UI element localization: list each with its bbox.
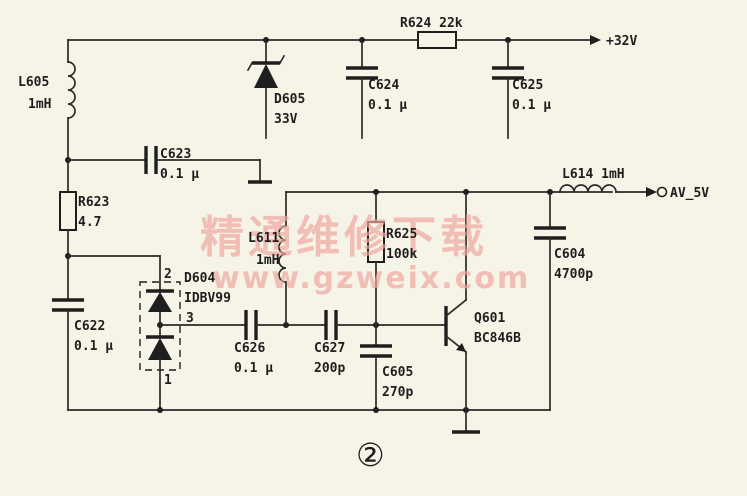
transistor-q601 [444,191,468,411]
label-d604: D604 [184,271,215,286]
label-pin1: 1 [164,373,172,388]
label-c623: C623 [160,147,191,162]
label-c622: C622 [74,319,105,334]
resistor-r625 [367,191,385,347]
label-c605-value: 270p [382,385,413,400]
label-pin2: 2 [164,267,172,282]
label-c623-value: 0.1 µ [160,167,199,182]
watermark-cn: 精通维修下载 [200,212,488,263]
resistor-r623 [59,191,161,301]
capacitor-c625 [492,39,524,139]
label-r625-value: 100k [386,247,417,262]
label-l611: L611 [248,231,279,246]
capacitor-c604 [534,191,566,411]
capacitor-c624 [346,39,378,139]
capacitor-c623 [67,146,272,184]
label-pin3: 3 [186,311,194,326]
figure-number: ② [356,436,385,474]
label-av5v: AV_5V [670,186,709,201]
mid-rail [285,189,613,195]
label-l614: L614 1mH [562,167,625,182]
label-r623: R623 [78,195,109,210]
label-c624-value: 0.1 µ [368,98,407,113]
label-r624: R624 22k [400,16,463,31]
label-q601: Q601 [474,311,505,326]
label-c627: C627 [314,341,345,356]
label-l605-value: 1mH [28,97,51,112]
label-c604-value: 4700p [554,267,593,282]
resistor-r624 [417,31,457,49]
inductor-l614 [559,184,668,198]
label-c624: C624 [368,78,399,93]
label-l611-value: 1mH [256,253,279,268]
label-c625-value: 0.1 µ [512,98,551,113]
inductor-l605 [65,39,76,193]
capacitor-c622 [52,298,84,411]
capacitor-c627 [324,310,445,340]
bottom-rail [67,407,551,434]
label-c625: C625 [512,78,543,93]
label-c627-value: 200p [314,361,345,376]
label-r625: R625 [386,227,417,242]
watermark-url: www.gzweix.com [212,261,530,296]
label-r623-value: 4.7 [78,215,101,230]
diode-d604 [139,281,247,411]
top-rail [67,35,601,45]
label-plus32v: +32V [606,34,637,49]
label-c626-value: 0.1 µ [234,361,273,376]
label-c604: C604 [554,247,585,262]
inductor-l611 [278,191,287,326]
label-l605: L605 [18,75,49,90]
label-c626: C626 [234,341,265,356]
label-d605-value: 33V [274,112,298,127]
label-c605: C605 [382,365,413,380]
capacitor-c626 [244,310,327,340]
label-d605: D605 [274,92,305,107]
label-c622-value: 0.1 µ [74,339,113,354]
label-d604-value: IDBV99 [184,291,231,306]
capacitor-c605 [360,344,392,411]
zener-d605 [246,39,286,139]
label-q601-value: BC846B [474,331,521,346]
